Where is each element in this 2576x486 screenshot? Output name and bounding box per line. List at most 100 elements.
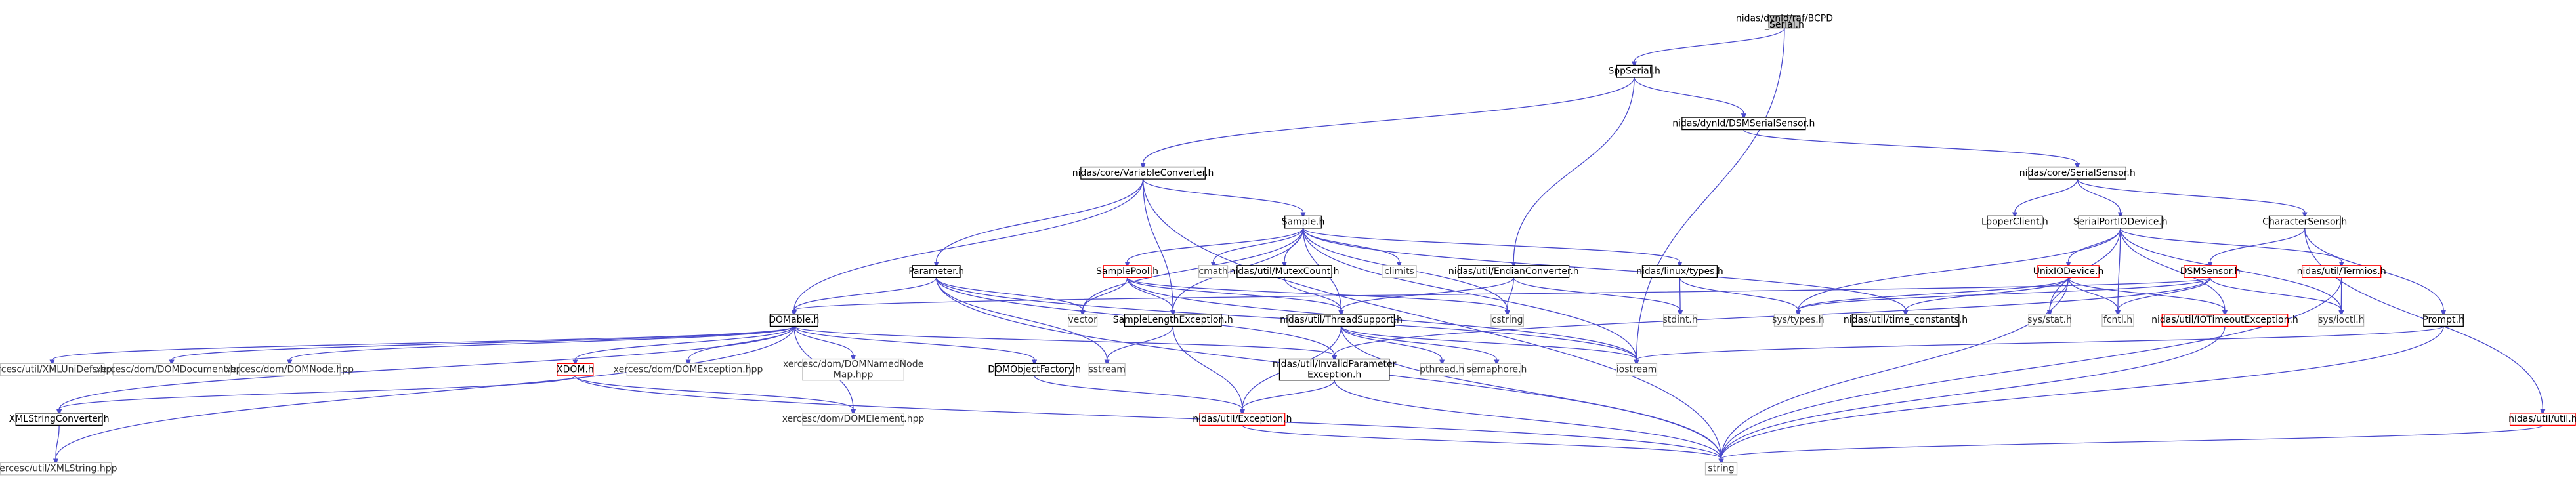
edge-spp-to-dsmserial xyxy=(1634,77,1746,121)
node-xdom[interactable]: XDOM.h xyxy=(557,363,594,376)
node-sstream-box xyxy=(1088,363,1126,376)
node-varconv-box xyxy=(1080,166,1206,180)
node-spp[interactable]: SppSerial.h xyxy=(1608,64,1660,78)
node-stdint-label: stdint.h xyxy=(1662,315,1697,325)
edge-sample-to-samplepool xyxy=(1124,228,1304,268)
edge-samplepool-to-cstring xyxy=(1126,277,1510,317)
node-iotimeout[interactable]: nidas/util/IOTimeoutException.h xyxy=(2151,314,2298,327)
node-varconv[interactable]: nidas/core/VariableConverter.h xyxy=(1072,166,1214,180)
edge-parameter-to-iostream xyxy=(936,277,1639,367)
node-prompt[interactable]: Prompt.h xyxy=(2422,314,2464,327)
node-unixio[interactable]: UnixIODevice.h xyxy=(2033,265,2104,278)
edge-dsmsensor-to-sysioctl xyxy=(2210,277,2344,317)
node-looper[interactable]: LooperClient.h xyxy=(1981,215,2048,229)
dependency-edges xyxy=(49,28,2546,466)
edge-parameter-to-sstream xyxy=(936,277,1110,367)
node-vector: vector xyxy=(1068,314,1098,327)
node-endian[interactable]: nidas/util/EndianConverter.h xyxy=(1448,265,1579,278)
node-cmath: cmath xyxy=(1198,265,1229,278)
node-termios[interactable]: nidas/util/Termios.h xyxy=(2297,265,2386,278)
node-invalidparam-label: nidas/util/InvalidParameter xyxy=(1273,359,1397,370)
node-utilh[interactable]: nidas/util/util.h xyxy=(2508,413,2576,426)
node-timeconst[interactable]: nidas/util/time_constants.h xyxy=(1844,314,1968,327)
node-xmlstrconv[interactable]: XMLStringConverter.h xyxy=(9,413,110,426)
edge-varconv-to-sample xyxy=(1142,178,1306,219)
node-fcntl: fcntl.h xyxy=(2101,314,2134,327)
node-xmllinidefs-box xyxy=(0,363,105,376)
edge-threadsupport-to-pthread xyxy=(1340,326,1445,367)
node-samplepool-box xyxy=(1103,265,1152,278)
node-charsensor[interactable]: CharacterSensor.h xyxy=(2262,215,2347,229)
edge-dsmsensor-to-fcntl xyxy=(2115,277,2211,317)
node-exception[interactable]: nidas/util/Exception.h xyxy=(1193,413,1292,426)
edge-threadsupport-to-iostream xyxy=(1340,325,1639,367)
node-vector-label: vector xyxy=(1068,315,1097,325)
node-systypes-box xyxy=(1773,314,1823,327)
edge-serialsensor-to-charsensor xyxy=(2077,178,2308,219)
edge-threadsupport-to-semaphore xyxy=(1340,326,1500,367)
node-iotimeout-box xyxy=(2161,314,2289,327)
node-mutexcount-label: nidas/util/MutexCount.h xyxy=(1229,266,1339,277)
edge-domable-to-xmlstring xyxy=(53,326,795,466)
node-systypes-label: sys/types.h xyxy=(1772,315,1824,325)
node-prompt-label: Prompt.h xyxy=(2422,315,2464,325)
node-xmllinidefs: xercesc/util/XMLUniDefs.hpp xyxy=(0,363,117,376)
node-dsmsensor[interactable]: DSMSensor.h xyxy=(2180,265,2241,278)
node-linuxtypes-box xyxy=(1641,265,1718,278)
edge-dsmserial-to-serialsensor xyxy=(1743,129,2080,170)
node-linuxtypes[interactable]: nidas/linux/types.h xyxy=(1636,265,1723,278)
node-timeconst-label: nidas/util/time_constants.h xyxy=(1844,315,1968,325)
node-parameter[interactable]: Parameter.h xyxy=(908,265,964,278)
node-sysstat-label: sys/stat.h xyxy=(2027,315,2072,325)
edge-prompt-to-iostream xyxy=(1634,325,2444,367)
edge-samplepool-to-threadsupport xyxy=(1126,277,1344,317)
edge-varconv-to-string xyxy=(1142,179,1724,466)
edge-domable-to-domdocument xyxy=(169,325,795,367)
edge-xdom-to-string xyxy=(574,375,1724,466)
node-termios-box xyxy=(2301,265,2382,278)
node-climits: climits xyxy=(1382,265,1417,278)
node-termios-label: nidas/util/Termios.h xyxy=(2297,266,2386,277)
node-looper-box xyxy=(1987,215,2043,229)
node-unixio-box xyxy=(2037,265,2100,278)
edge-dsmsensor-to-invalidparam xyxy=(1332,277,2211,362)
edge-varconv-to-domable xyxy=(791,179,1144,317)
edge-parameter-to-vector xyxy=(936,277,1086,317)
node-root-label: _Serial.h xyxy=(1764,20,1804,30)
node-iostream: iostream xyxy=(1616,363,1658,376)
node-dsmserial[interactable]: nidas/dynld/DSMSerialSensor.h xyxy=(1672,117,1815,131)
node-climits-box xyxy=(1382,265,1417,278)
node-semaphore-label: semaphore.h xyxy=(1467,365,1527,375)
edge-dsmsensor-to-domable xyxy=(791,277,2211,317)
node-linuxtypes-label: nidas/linux/types.h xyxy=(1636,266,1723,277)
node-exception-label: nidas/util/Exception.h xyxy=(1193,414,1292,424)
edge-dsmsensor-to-systypes xyxy=(1795,277,2211,317)
node-domnode-label: xercesc/dom/DOMNode.hpp xyxy=(226,365,354,375)
edge-threadsupport-to-string xyxy=(1340,326,1724,466)
node-dsmserial-label: nidas/dynld/DSMSerialSensor.h xyxy=(1672,118,1815,129)
node-domelement: xercesc/dom/DOMElement.hpp xyxy=(782,413,925,426)
node-sample[interactable]: Sample.h xyxy=(1282,215,1325,229)
node-domdocument: xercesc/dom/DOMDocument.hpp xyxy=(96,363,247,376)
node-root[interactable]: nidas/dynld/raf/BCPD_Serial.h xyxy=(1736,14,1833,30)
node-serialport[interactable]: SerialPortIODevice.h xyxy=(2073,215,2168,229)
node-spp-label: SppSerial.h xyxy=(1608,66,1660,77)
edge-samplelen-to-exception xyxy=(1172,326,1245,416)
node-mutexcount[interactable]: nidas/util/MutexCount.h xyxy=(1229,265,1340,278)
node-threadsupport[interactable]: nidas/util/ThreadSupport.h xyxy=(1280,314,1403,327)
node-samplepool[interactable]: SamplePool.h xyxy=(1096,265,1158,278)
node-exception-box xyxy=(1199,413,1286,426)
node-xmllinidefs-label: xercesc/util/XMLUniDefs.hpp xyxy=(0,365,117,375)
node-domdocument-box xyxy=(112,363,231,376)
node-domable[interactable]: DOMable.h xyxy=(769,314,819,327)
node-string-box xyxy=(1704,462,1738,476)
node-xdom-label: XDOM.h xyxy=(557,365,594,375)
node-pthread: pthread.h xyxy=(1420,363,1464,376)
node-dsmserial-box xyxy=(1681,117,1806,131)
node-samplelen[interactable]: SampleLengthException.h xyxy=(1113,314,1233,327)
edge-serialsensor-to-serialport xyxy=(2077,178,2123,219)
node-serialsensor[interactable]: nidas/core/SerialSensor.h xyxy=(2019,166,2136,180)
node-domobjfactory[interactable]: DOMObjectFactory.h xyxy=(988,363,1081,376)
